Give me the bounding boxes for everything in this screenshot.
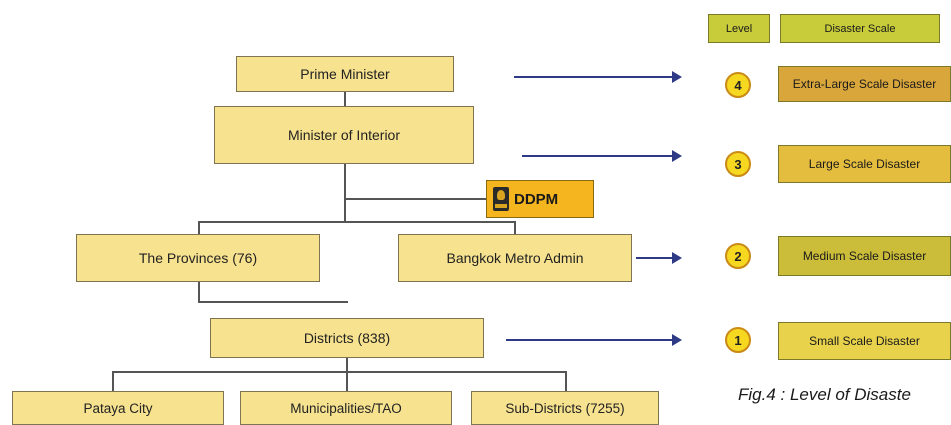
ddpm-emblem-icon (493, 187, 509, 211)
ddpm-label: DDPM (514, 190, 559, 208)
connector-to-pataya (112, 371, 114, 391)
connector-to-municipalities (346, 371, 348, 391)
subdistricts-box: Sub-Districts (7255) (471, 391, 659, 425)
scale-box-level-2: Medium Scale Disaster (778, 236, 951, 276)
arrow-level-1 (506, 334, 682, 346)
level-1-circle: 1 (725, 327, 751, 353)
minister-interior-box: Minister of Interior (214, 106, 474, 164)
districts-box: Districts (838) (210, 318, 484, 358)
connector-bottom-horizontal (112, 371, 567, 373)
districts-label: Districts (838) (303, 330, 391, 346)
subdistricts-label: Sub-Districts (7255) (505, 400, 625, 416)
scale-box-level-3: Large Scale Disaster (778, 145, 951, 183)
connector-to-subdistricts (565, 371, 567, 391)
arrow-level-3 (522, 150, 682, 162)
municipalities-label: Municipalities/TAO (290, 400, 402, 416)
connector-to-ddpm (344, 198, 486, 200)
connector-districts-down (346, 358, 348, 372)
arrow-head-icon (672, 150, 682, 162)
prime-minister-box: Prime Minister (236, 56, 454, 92)
minister-interior-label: Minister of Interior (287, 127, 401, 143)
municipalities-box: Municipalities/TAO (240, 391, 452, 425)
legend-level-header: Level (708, 14, 770, 43)
figure-caption: Fig.4 : Level of Disaste (738, 385, 911, 404)
bangkok-metro-admin-label: Bangkok Metro Admin (446, 250, 584, 266)
connector-provinces-districts (198, 301, 348, 303)
connector-to-bangkok (514, 221, 516, 234)
level-2-circle: 2 (725, 243, 751, 269)
pataya-city-label: Pataya City (83, 400, 153, 416)
bangkok-metro-admin-box: Bangkok Metro Admin (398, 234, 632, 282)
connector-minister-down (344, 164, 346, 221)
level-4-circle: 4 (725, 72, 751, 98)
level-3-circle: 3 (725, 151, 751, 177)
provinces-label: The Provinces (76) (138, 250, 258, 266)
arrow-head-icon (672, 252, 682, 264)
connector-provinces-down (198, 282, 200, 303)
prime-minister-label: Prime Minister (300, 66, 390, 82)
arrow-level-4 (514, 71, 682, 83)
ddpm-box: DDPM (486, 180, 594, 218)
connector-to-provinces (198, 221, 200, 234)
provinces-box: The Provinces (76) (76, 234, 320, 282)
connector-pm-minister (344, 91, 346, 106)
arrow-level-2 (636, 252, 682, 264)
legend-scale-header: Disaster Scale (780, 14, 940, 43)
arrow-head-icon (672, 71, 682, 83)
connector-branch-horizontal (198, 221, 516, 223)
pataya-city-box: Pataya City (12, 391, 224, 425)
scale-box-level-4: Extra-Large Scale Disaster (778, 66, 951, 102)
arrow-head-icon (672, 334, 682, 346)
scale-box-level-1: Small Scale Disaster (778, 322, 951, 360)
